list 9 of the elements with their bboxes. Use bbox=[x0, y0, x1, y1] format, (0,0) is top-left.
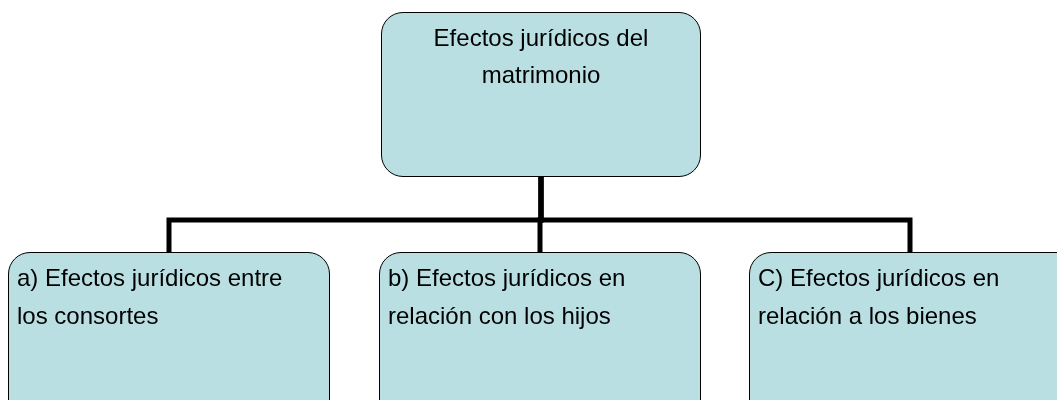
rounded-box bbox=[379, 252, 701, 400]
box-text: b) Efectos jurídicos en relación con los hijos bbox=[388, 263, 627, 331]
box-text: a) Efectos jurídicos entre los consortes bbox=[17, 263, 284, 331]
box-text: C) Efectos jurídicos en relación a los bienes bbox=[758, 263, 1001, 331]
rounded-box bbox=[8, 252, 330, 400]
rounded-box bbox=[381, 12, 701, 177]
rounded-box bbox=[749, 252, 1057, 400]
box-text: Efectos jurídicos del matrimonio bbox=[432, 23, 650, 90]
connector-line bbox=[538, 177, 913, 252]
